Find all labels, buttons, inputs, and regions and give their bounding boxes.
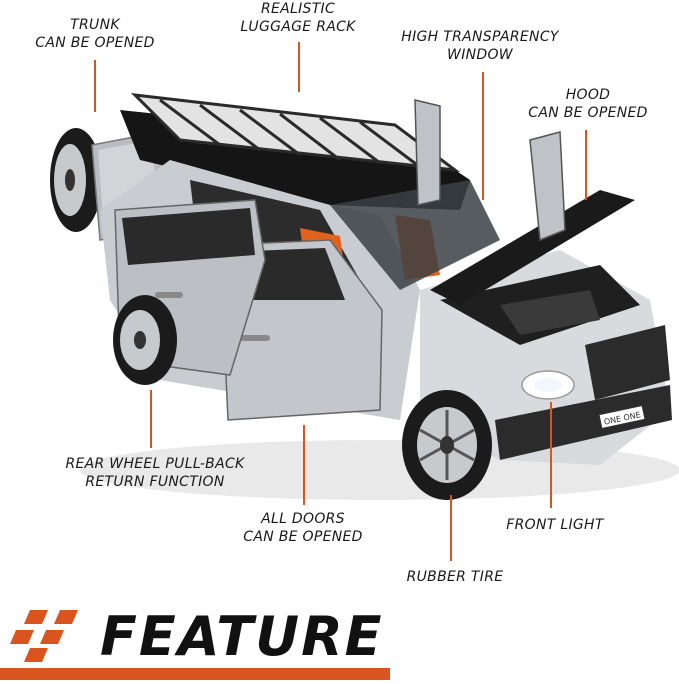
- tire-label-line1: RUBBER TIRE: [406, 569, 504, 585]
- window-label-line1: HIGH TRANSPARENCY: [401, 29, 559, 45]
- hood-label-line1: HOOD: [565, 87, 611, 103]
- rack-label: REALISTIC LUGGAGE RACK: [218, 0, 378, 36]
- rack-label-line1: REALISTIC: [260, 1, 336, 17]
- trunk-label-line2: CAN BE OPENED: [35, 35, 155, 51]
- trunk-label-line1: TRUNK: [70, 17, 120, 33]
- hood-leader: [585, 130, 587, 200]
- car-illustration: ONE ONE: [50, 93, 679, 500]
- doors-label: ALL DOORS CAN BE OPENED: [228, 510, 378, 546]
- doors-label-line2: CAN BE OPENED: [243, 529, 363, 545]
- rear-wheel-label-line1: REAR WHEEL PULL-BACK: [65, 456, 245, 472]
- tire-label: RUBBER TIRE: [390, 568, 520, 586]
- tire-leader: [450, 495, 452, 561]
- window-label: HIGH TRANSPARENCY WINDOW: [385, 28, 575, 64]
- doors-label-line1: ALL DOORS: [261, 511, 345, 527]
- window-leader: [482, 72, 484, 200]
- hood-label: HOOD CAN BE OPENED: [518, 86, 658, 122]
- checkered-flag-icon: [10, 610, 78, 662]
- feature-title: FEATURE: [100, 605, 384, 668]
- rack-leader: [298, 42, 300, 92]
- luggage-rack: [130, 93, 461, 173]
- trunk-leader: [94, 60, 96, 112]
- window-label-line2: WINDOW: [447, 47, 513, 63]
- rear-wheel-label: REAR WHEEL PULL-BACK RETURN FUNCTION: [50, 455, 260, 491]
- rear-wheel-leader: [150, 390, 152, 448]
- rack-label-line2: LUGGAGE RACK: [240, 19, 356, 35]
- spare-wheel: [50, 128, 102, 232]
- doors-leader: [303, 425, 305, 505]
- trunk-label: TRUNK CAN BE OPENED: [20, 16, 170, 52]
- hood-label-line2: CAN BE OPENED: [528, 105, 648, 121]
- front-light-leader: [550, 402, 552, 508]
- rear-wheel-label-line2: RETURN FUNCTION: [85, 474, 225, 490]
- rear-wheel: [113, 295, 177, 385]
- front-wheel: [402, 390, 492, 500]
- title-underline: [0, 668, 390, 680]
- front-light-label-line1: FRONT LIGHT: [506, 517, 604, 533]
- front-light-label: FRONT LIGHT: [495, 516, 615, 534]
